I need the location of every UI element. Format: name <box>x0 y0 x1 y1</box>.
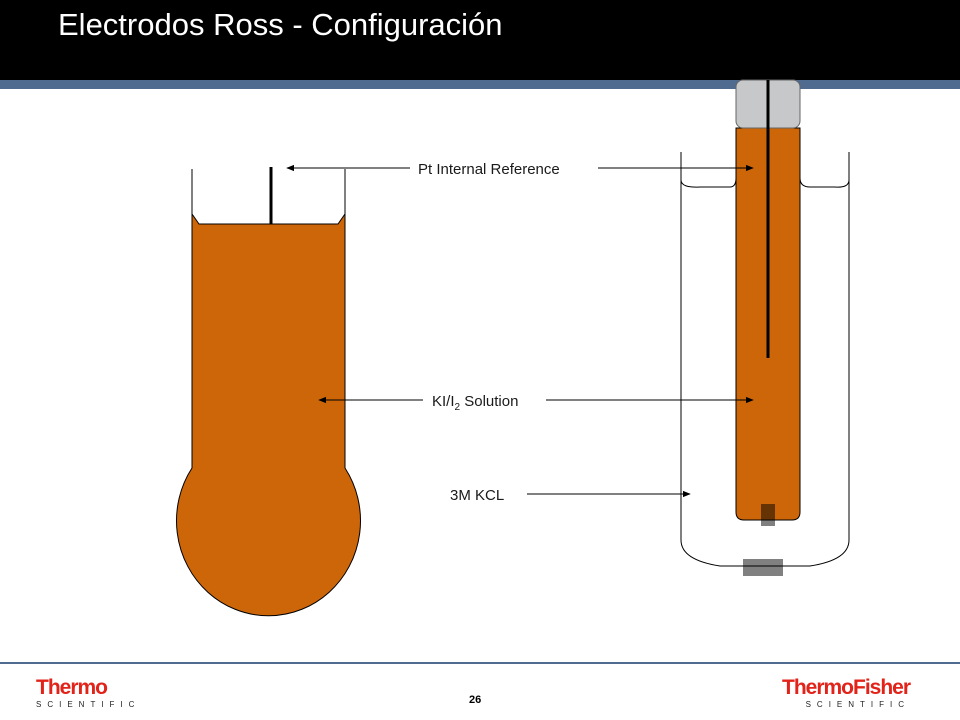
right-electrode <box>680 79 850 576</box>
outer-meniscus-left <box>680 177 737 188</box>
page-number: 26 <box>469 694 482 706</box>
left-electrode-fill <box>176 212 361 617</box>
title-bar-stripe <box>0 80 960 89</box>
outer-body <box>680 152 850 567</box>
thermofisher-logo-word: ThermoFisher <box>782 676 911 699</box>
thermo-logo-subtitle: SCIENTIFIC <box>36 700 141 709</box>
solution-label-suffix: Solution <box>460 393 518 410</box>
slide-title: Electrodos Ross - Configuración <box>58 7 503 42</box>
solution-label-main: KI/I <box>432 393 455 410</box>
solution-label: KI/I2 Solution <box>432 393 518 413</box>
footer-divider <box>0 662 960 664</box>
pt-reference-label: Pt Internal Reference <box>418 161 560 178</box>
kcl-label: 3M KCL <box>450 487 504 504</box>
outer-junction <box>743 559 783 576</box>
solution-label-subscript: 2 <box>455 402 461 413</box>
thermofisher-logo-subtitle: SCIENTIFIC <box>805 700 911 709</box>
left-electrode <box>176 167 361 617</box>
thermo-fisher-scientific-logo: ThermoFisher SCIENTIFIC <box>782 676 911 711</box>
outer-meniscus-right <box>799 177 850 188</box>
thermo-scientific-logo: Thermo SCIENTIFIC <box>36 677 140 711</box>
thermo-logo-word: Thermo <box>36 676 108 699</box>
title-bar <box>0 0 960 80</box>
inner-junction <box>761 504 775 526</box>
